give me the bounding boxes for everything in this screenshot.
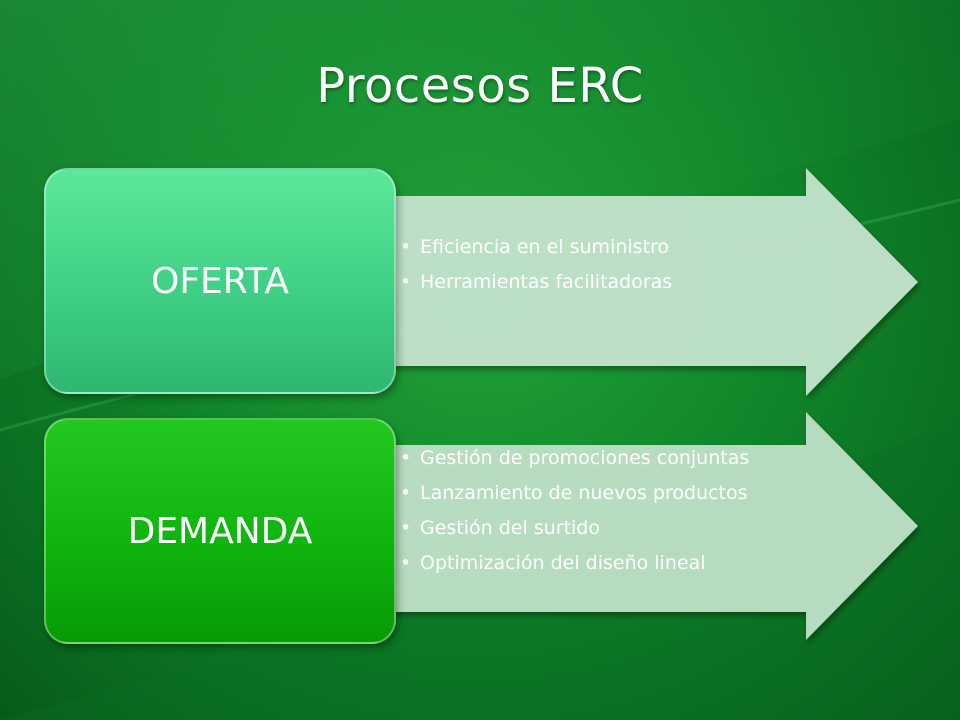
oferta-box: OFERTA [44, 168, 396, 394]
list-item: Lanzamiento de nuevos productos [396, 476, 749, 511]
list-item: Gestión del surtido [396, 511, 749, 546]
list-item: Eficiencia en el suministro [396, 230, 672, 265]
demanda-box: DEMANDA [44, 418, 396, 644]
list-item: Herramientas facilitadoras [396, 265, 672, 300]
demanda-list: Gestión de promociones conjuntas Lanzami… [396, 441, 749, 581]
list-item: Optimización del diseño lineal [396, 546, 749, 581]
demanda-label: DEMANDA [127, 510, 313, 552]
slide-title: Procesos ERC [316, 58, 644, 114]
list-item: Gestión de promociones conjuntas [396, 441, 749, 476]
oferta-list: Eficiencia en el suministro Herramientas… [396, 230, 672, 300]
oferta-label: OFERTA [150, 260, 289, 302]
